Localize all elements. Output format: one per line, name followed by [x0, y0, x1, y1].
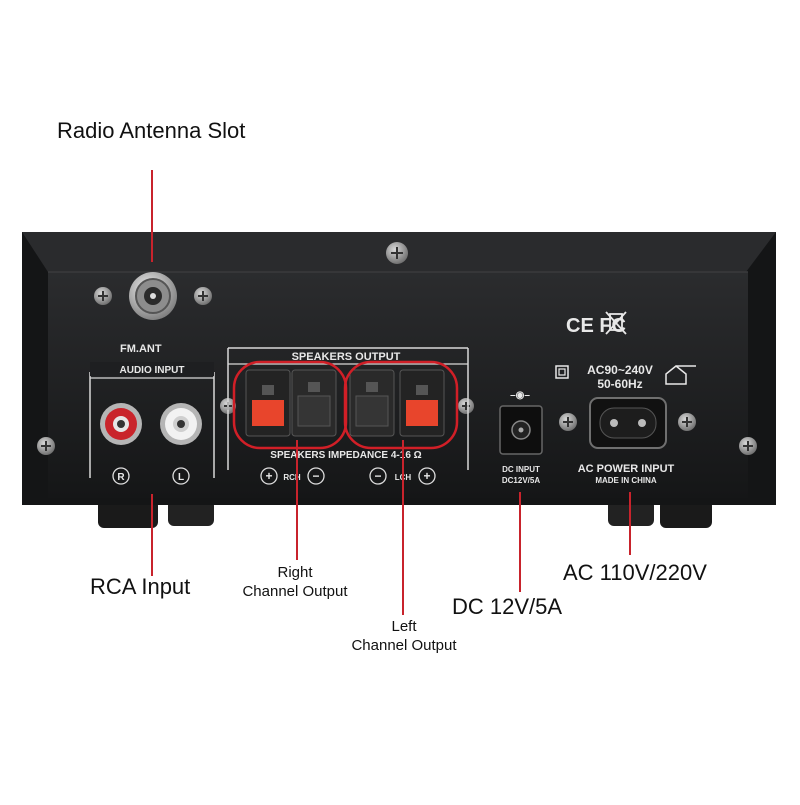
- speakers-output-section: SPEAKERS OUTPUT SPEAKERS IMPEDANCE 4-16 …: [227, 347, 469, 485]
- screw-icon: [37, 437, 55, 455]
- audio-input-section: AUDIO INPUT R L: [89, 362, 215, 485]
- screw-icon: [386, 242, 408, 264]
- ac-power-callout: AC 110V/220V: [563, 560, 707, 585]
- certification-marks: CE FC: [566, 315, 626, 337]
- made-in-label: MADE IN CHINA: [595, 476, 657, 485]
- speaker-terminals: [245, 369, 445, 437]
- ac-frequency-label: 50-60Hz: [597, 377, 642, 391]
- callout-lines: [151, 170, 631, 615]
- speakers-output-label: SPEAKERS OUTPUT: [292, 351, 401, 363]
- screw-icon: [194, 287, 212, 305]
- right-channel-callout-line1: Right: [277, 564, 313, 581]
- ac-rating-label: AC90~240V: [587, 363, 653, 377]
- dc-input-label: DC INPUT: [502, 465, 540, 474]
- jack-l-label: L: [178, 472, 184, 483]
- minus-icon: −: [374, 469, 381, 483]
- screw-icon: [739, 437, 757, 455]
- weee-bin-icon: [605, 311, 627, 335]
- left-channel-callout-line1: Left: [391, 618, 417, 635]
- ac-input-section: CE FC AC90~240V 50-60Hz AC POWER INPUT M…: [555, 311, 696, 485]
- screw-icon: [559, 413, 577, 431]
- plus-icon: +: [265, 469, 272, 483]
- screw-icon: [458, 398, 474, 414]
- screw-icon: [678, 413, 696, 431]
- dc-polarity-icon: –◉–: [510, 390, 530, 401]
- left-channel-callout-line2: Channel Output: [351, 637, 457, 654]
- dc-power-callout: DC 12V/5A: [452, 594, 563, 619]
- rca-jack-white: [160, 403, 202, 445]
- rubber-feet: [98, 500, 712, 528]
- minus-icon: −: [312, 469, 319, 483]
- left-channel-callout: Left Channel Output: [336, 617, 472, 655]
- screws: [37, 242, 757, 455]
- radio-antenna-callout: Radio Antenna Slot: [57, 118, 246, 143]
- plus-icon: +: [423, 469, 430, 483]
- ac-power-input-label: AC POWER INPUT: [578, 463, 675, 475]
- right-channel-callout: Right Channel Output: [232, 563, 358, 601]
- indoor-use-icon: [665, 365, 696, 385]
- dc-rating-label: DC12V/5A: [502, 476, 540, 485]
- left-channel-highlight: [343, 360, 459, 450]
- rca-input-callout: RCA Input: [90, 574, 191, 599]
- rch-label: RCH: [283, 473, 301, 482]
- fm-antenna-connector: [129, 272, 177, 320]
- right-channel-callout-line2: Channel Output: [242, 583, 348, 600]
- rca-jack-red: [100, 403, 142, 445]
- dc-input-section: –◉– DC INPUT DC12V/5A: [499, 390, 543, 485]
- fm-ant-label: FM.ANT: [120, 343, 162, 355]
- speakers-impedance-label: SPEAKERS IMPEDANCE 4-16 Ω: [270, 450, 421, 461]
- screw-icon: [94, 287, 112, 305]
- audio-input-label: AUDIO INPUT: [120, 365, 185, 376]
- double-insulation-icon: [555, 365, 569, 379]
- jack-r-label: R: [117, 472, 125, 483]
